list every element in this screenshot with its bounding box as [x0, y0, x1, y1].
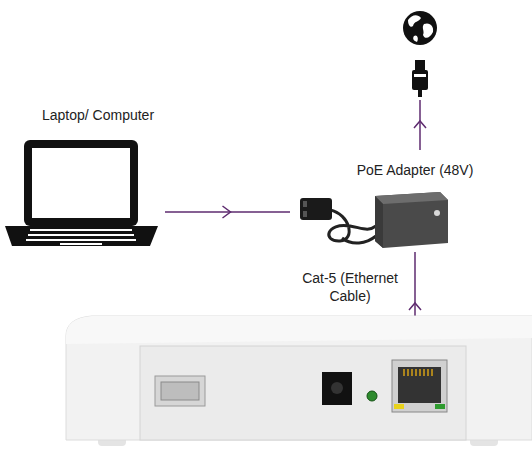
adapter-cable: [329, 210, 376, 241]
node-label: PoE Adapter (48V): [345, 160, 485, 179]
cable-label: Cat-5 (Ethernet Cable): [290, 269, 410, 305]
status-led: [367, 391, 377, 401]
device-panel: [140, 346, 466, 440]
node-label: Laptop/ Computer: [42, 100, 154, 124]
plug-prong: [303, 211, 307, 217]
connector: [165, 206, 290, 218]
ethernet-plug-icon: [412, 60, 428, 97]
laptop-keyboard: [26, 229, 136, 245]
adapter-top: [375, 192, 448, 204]
uplink-line: [419, 100, 421, 150]
plug-tip: [415, 60, 425, 71]
poe-adapter-illustration: [300, 192, 448, 248]
adapter-body: [375, 192, 448, 248]
adapter-node: PoE Adapter (48V): [290, 160, 490, 252]
port-led: [435, 404, 445, 409]
mains-plug: [300, 198, 332, 220]
globe-land: [413, 35, 418, 42]
device-housing: [66, 316, 532, 440]
connector-arrowhead: [223, 206, 231, 218]
access-point-device: [66, 316, 532, 446]
adapter-logo: [434, 210, 440, 216]
plug-prong: [303, 201, 307, 207]
keyboard-row: [26, 239, 136, 241]
globe-land: [423, 23, 433, 37]
dc-jack: [322, 372, 352, 405]
sfp-port: [155, 376, 205, 406]
uplink-arrowhead: [414, 121, 426, 128]
laptop-icon: [5, 140, 158, 246]
keyboard-row: [30, 229, 132, 231]
connector-line: [165, 211, 290, 213]
adapter-side: [375, 196, 383, 248]
globe-land: [408, 15, 421, 27]
laptop-base: [5, 226, 158, 246]
plug-cable: [418, 89, 422, 97]
laptop-screen: [32, 148, 130, 218]
globe-icon: [403, 11, 437, 45]
dc-jack-hole: [331, 382, 343, 394]
rj45-opening: [398, 367, 441, 403]
rj45-port: [392, 360, 447, 412]
adapter-cable: [342, 236, 376, 243]
rj45-pins: [404, 369, 432, 376]
globe-body: [403, 11, 437, 45]
plug-stripe: [414, 74, 426, 77]
sfp-opening: [161, 382, 199, 400]
laptop-frame: [24, 140, 138, 226]
keyboard-space: [60, 243, 102, 245]
device-top: [66, 316, 532, 344]
port-led: [394, 404, 404, 409]
plug-body: [412, 70, 428, 90]
keyboard-row: [28, 234, 134, 236]
cat5-arrowhead: [409, 303, 421, 310]
laptop-node: Laptop/ Computer: [0, 100, 165, 250]
